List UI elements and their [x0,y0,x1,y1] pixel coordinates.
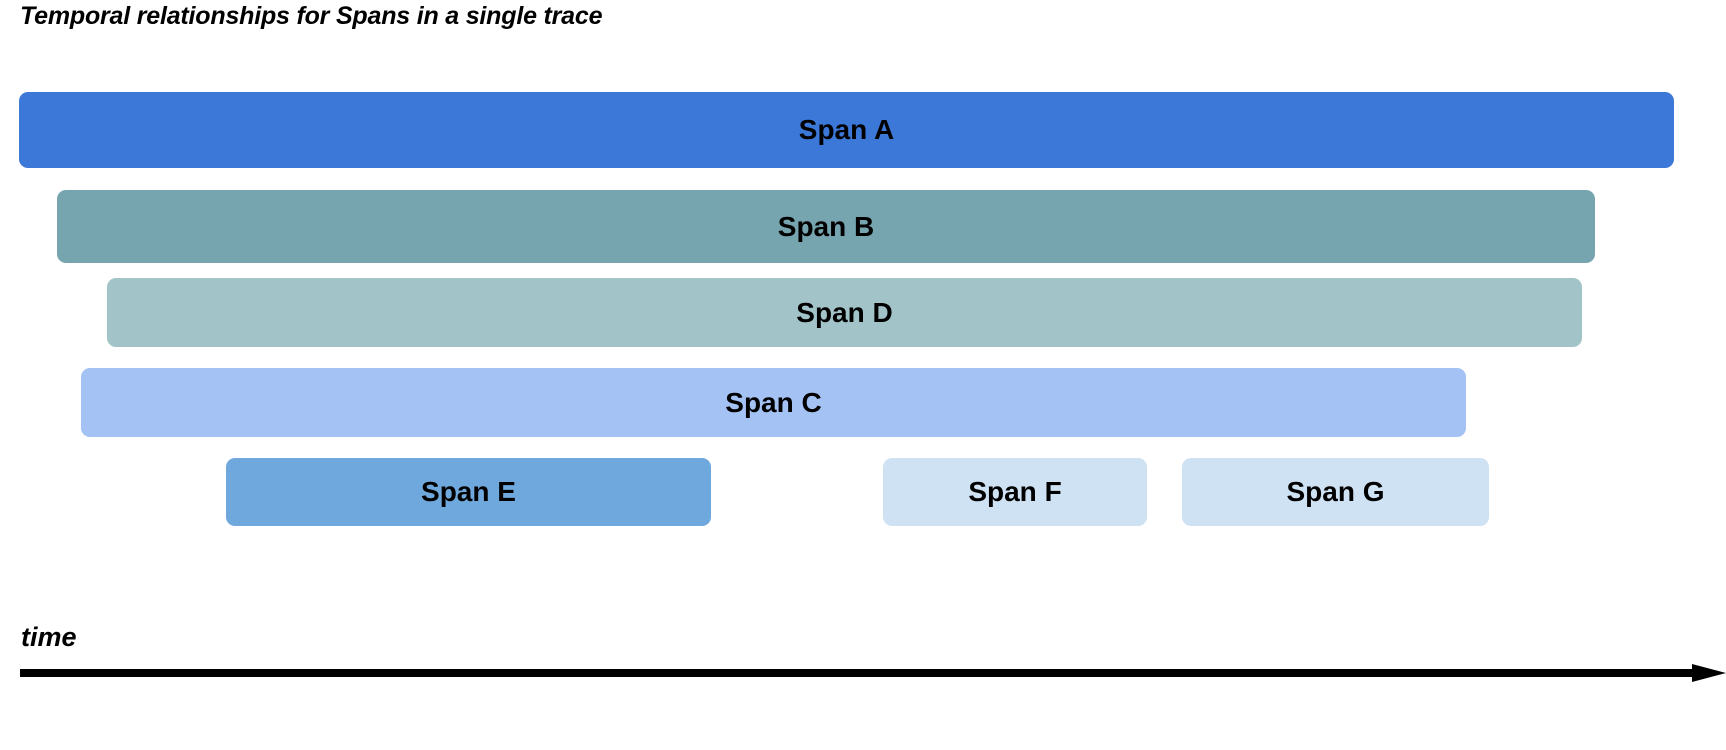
span-label: Span D [796,296,893,328]
span-label: Span E [421,476,516,507]
span-bar[interactable]: Span G [1182,458,1489,526]
page-title: Temporal relationships for Spans in a si… [20,2,603,30]
span-bar[interactable]: Span B [57,190,1595,263]
span-label: Span C [725,386,822,418]
time-axis-label: time [21,622,77,652]
span-bar[interactable]: Span D [107,278,1582,347]
time-axis-arrow [20,664,1726,682]
span-label: Span B [777,210,875,242]
span-bar[interactable]: Span A [19,92,1674,168]
span-bar[interactable]: Span E [226,458,711,526]
span-label: Span G [1286,476,1385,507]
span-bar[interactable]: Span F [883,458,1147,526]
span-label: Span F [968,476,1062,507]
span-label: Span A [798,114,895,145]
span-bar[interactable]: Span C [81,368,1466,437]
